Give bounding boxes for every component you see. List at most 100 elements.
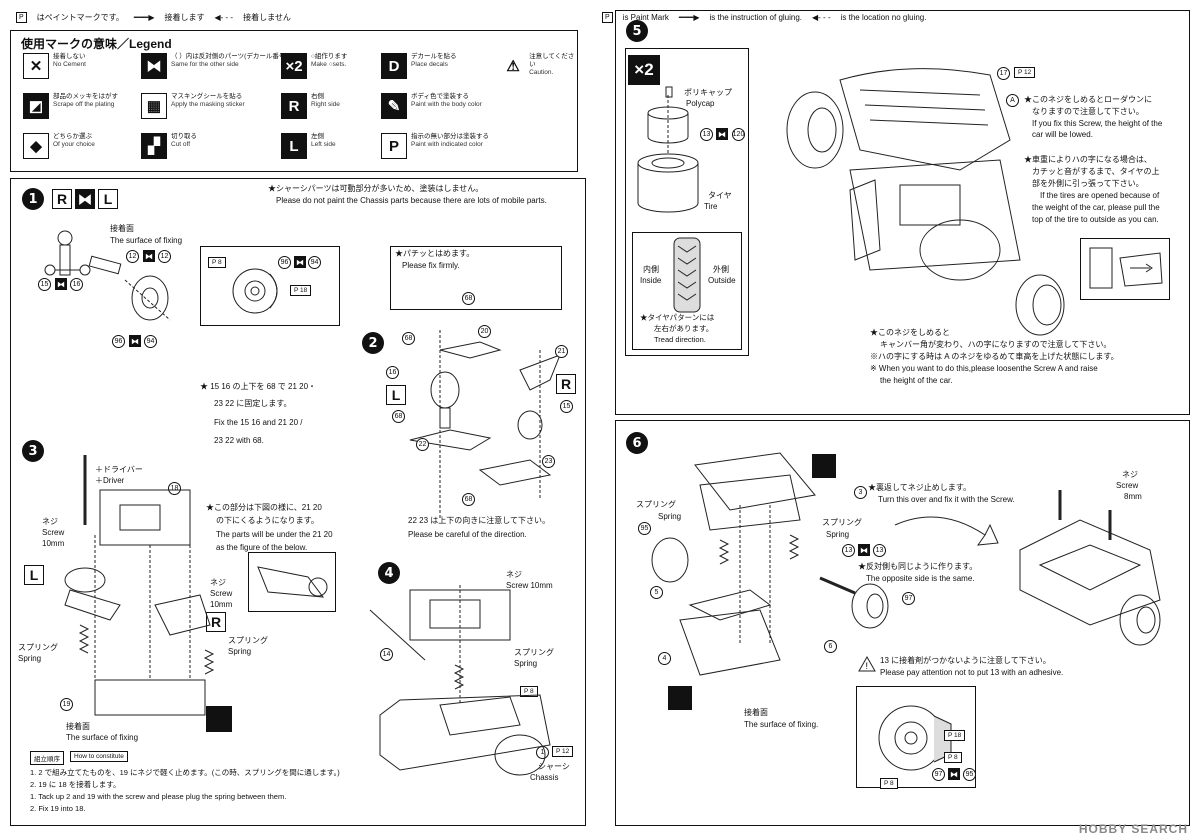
tread-box <box>632 232 742 350</box>
step3-note-4: as the figure of the below. <box>216 543 308 552</box>
tire-jp: タイヤ <box>708 191 732 200</box>
legend-text-jp: 右側 <box>311 93 324 100</box>
step-4-number: 4 <box>378 562 400 584</box>
fixing-surface-jp: 接着面 <box>66 722 90 731</box>
legend-text-en: Paint with the body color <box>411 101 482 109</box>
part-13: 13 <box>700 128 713 141</box>
paint-mark-18: P 18 <box>944 730 966 741</box>
scrape-icon: ◩ <box>23 93 49 119</box>
part-120: 120 <box>732 128 745 141</box>
tire-pull-drawing <box>1089 247 1163 289</box>
part-21: 21 <box>555 345 568 358</box>
order-1-en: 1. Tack up 2 and 19 with the screw and p… <box>30 792 287 801</box>
screw-en: Screw <box>42 528 65 537</box>
step2-fix-box <box>390 246 562 310</box>
same-side-icon: ⧓ <box>294 256 306 268</box>
glue-jp: 接着します <box>164 12 205 22</box>
step-2-number: 2 <box>362 332 384 354</box>
legend-text-jp: どちらか選ぶ <box>53 133 92 140</box>
legend-text-jp: マスキングシールを貼る <box>171 93 243 100</box>
screw-en-2: Screw <box>210 589 233 598</box>
step6-turn-jp: ★裏返してネジ止めします。 <box>868 483 971 492</box>
part-20: 20 <box>478 325 491 338</box>
part-95: 95 <box>638 522 651 535</box>
left-side-icon: L <box>98 189 118 209</box>
legend-text-en: Paint with indicated color <box>411 141 483 149</box>
order-1-jp: 1. 2 で組み立てたものを、19 にネジで軽く止めます。(この時、スプリングを… <box>30 768 340 777</box>
step6-fixing-en: The surface of fixing. <box>744 720 819 729</box>
step6-same-jp: ★反対側も同じように作ります。 <box>858 562 978 571</box>
tire-detail-box <box>625 48 749 356</box>
step2-instr-4: 23 22 with 68. <box>214 436 264 445</box>
paint-mark-jp: はペイントマークです。 <box>36 12 124 22</box>
step5-b-jp-1: ★車重によりハの字になる場合は、 <box>1024 155 1152 164</box>
part-15b: 15 <box>560 400 573 413</box>
step3-note-2: の下にくるようになります。 <box>216 516 319 525</box>
chassis-en: Chassis <box>530 773 559 782</box>
paint-mark-symbol: P <box>602 11 613 23</box>
step-3-number: 3 <box>22 440 44 462</box>
step6-assembly-drawing <box>651 452 816 676</box>
part-19: 19 <box>60 698 73 711</box>
outside-jp: 外側 <box>713 265 729 274</box>
part-1: 1 <box>536 746 549 759</box>
driver-en: ＋Driver <box>95 476 125 485</box>
step5-a-jp-1: ★このネジをしめるとローダウンに <box>1024 95 1152 104</box>
fixing-surface-en: The surface of fixing <box>110 236 183 245</box>
same-side-icon: ⧓ <box>948 768 960 780</box>
tire-exploded-drawing <box>637 86 699 213</box>
right-side-icon: R <box>556 374 576 394</box>
step1-note-en: Please do not paint the Chassis parts be… <box>276 196 547 205</box>
step5-car-drawing <box>786 68 1021 281</box>
noglue-en: is the location no gluing. <box>840 12 927 22</box>
no-cement-icon: ✕ <box>23 53 49 79</box>
paint-mark-12: P 12 <box>1014 67 1036 78</box>
same-side-icon: ⧓ <box>716 128 728 140</box>
spring-en: Spring <box>18 654 42 663</box>
part-68d: 68 <box>462 493 475 506</box>
step6-turn-en: Turn this over and fix it with the Screw… <box>878 495 1015 504</box>
paint-mark-legend: P はペイントマークです。 ━━━▶ 接着します ◀- - - 接着しません <box>10 4 585 30</box>
legend-text-en: Cut off <box>171 141 191 149</box>
part-68c: 68 <box>392 410 405 423</box>
part-68: 68 <box>462 292 475 305</box>
tread-en: Tread direction. <box>654 335 706 344</box>
step5-panel <box>615 10 1190 415</box>
legend-text-jp: 接着しない <box>53 53 86 60</box>
flip-arrow-icon <box>894 516 999 546</box>
step-5-number: 5 <box>626 20 648 42</box>
step4-screw-en: Screw 10mm <box>506 581 553 590</box>
step5-a-jp-2: なりますので注意して下さい。 <box>1032 107 1144 116</box>
step5-b-jp-3: 部を外側に引っ張って下さい。 <box>1032 179 1144 188</box>
chassis-jp: シャーシ <box>538 762 570 771</box>
step6-panel <box>615 420 1190 826</box>
screw-jp: ネジ <box>42 517 58 526</box>
part-94b: 94 <box>308 256 321 269</box>
legend-r-icon: R <box>281 93 307 119</box>
step2-fix-jp: ★パチッとはめます。 <box>395 249 475 258</box>
step5-b-jp-2: カチッと音がするまで、タイヤの上 <box>1032 167 1160 176</box>
cut-icon: ▞ <box>141 133 167 159</box>
cut-icon <box>206 706 232 732</box>
same-side-icon: ⧓ <box>141 53 167 79</box>
legend-text: （ ）内は反対側のパーツ(デカール番号)Same for the other s… <box>171 53 288 69</box>
step3-detail-drawing <box>257 566 328 598</box>
spring-jp: スプリング <box>18 643 58 652</box>
step6-spring-jp: スプリング <box>636 500 676 509</box>
step1-note-jp: ★シャーシパーツは可動部分が多いため、塗装はしません。 <box>268 184 484 193</box>
paint-mark-8: P 8 <box>208 257 226 268</box>
screw-size-2: 10mm <box>210 600 233 609</box>
step3-note-1: ★この部分は下図の様に、21 20 <box>206 503 322 512</box>
part-3: 3 <box>854 486 867 499</box>
legend-x2-icon: ×2 <box>281 53 307 79</box>
part-22: 22 <box>416 438 429 451</box>
